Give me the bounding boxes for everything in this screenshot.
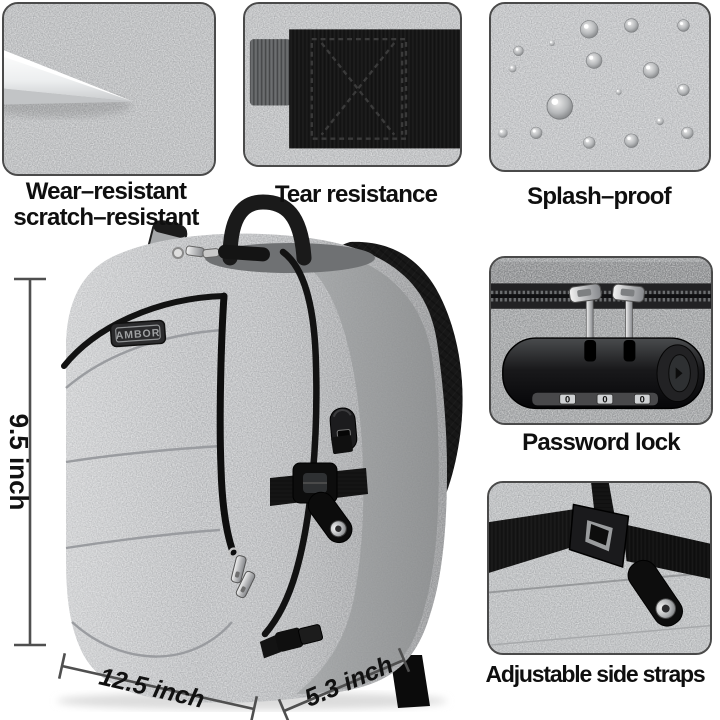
caption-password-lock: Password lock bbox=[522, 429, 680, 456]
front-zipper bbox=[216, 292, 237, 556]
lock-digit: 0 bbox=[565, 395, 570, 405]
caption-wear-resistant: Wear–resistant scratch–resistant bbox=[0, 179, 218, 231]
caption-adjustable-side-straps: Adjustable side straps bbox=[485, 661, 705, 687]
password-lock-illustration: 0 0 0 bbox=[491, 258, 711, 423]
lock-digit: 0 bbox=[602, 395, 607, 405]
caption-line: Wear–resistant bbox=[25, 178, 187, 205]
feature-panel-password-lock: 0 0 0 bbox=[489, 256, 713, 425]
feature-panel-splash-proof bbox=[489, 2, 711, 172]
width-dimension-line bbox=[57, 653, 259, 720]
x-stitching bbox=[310, 37, 408, 140]
lock-digit: 0 bbox=[640, 395, 645, 405]
wear-resistant-illustration bbox=[4, 4, 214, 174]
feature-panel-tear-resistance bbox=[243, 2, 462, 167]
side-straps-illustration bbox=[489, 483, 710, 653]
backpack-body: AMBOR bbox=[61, 194, 447, 703]
lock-dials: 0 0 0 bbox=[559, 393, 651, 405]
brand-logo-patch: AMBOR bbox=[109, 319, 167, 348]
top-lock-and-pulls bbox=[172, 244, 270, 262]
caption-splash-proof: Splash–proof bbox=[527, 183, 672, 210]
brand-logo-text: AMBOR bbox=[115, 327, 160, 342]
side-compression-strap bbox=[270, 434, 368, 544]
seam-line bbox=[489, 571, 710, 594]
black-webbing-strap bbox=[289, 29, 460, 149]
front-pocket-piping bbox=[61, 293, 227, 369]
depth-dimension-line bbox=[277, 647, 411, 720]
zipper-pulls bbox=[228, 547, 256, 599]
quilt-seams bbox=[65, 328, 233, 658]
feature-panel-side-straps bbox=[487, 481, 712, 655]
dimension-lines bbox=[14, 277, 411, 720]
leather-tab bbox=[627, 559, 683, 627]
tear-resistance-illustration bbox=[245, 4, 460, 165]
height-dimension-label: 9.5 inch bbox=[4, 414, 34, 511]
caption-tear-resistance: Tear resistance bbox=[274, 181, 438, 208]
backpack-image: AMBOR bbox=[4, 194, 463, 720]
water-droplets bbox=[497, 18, 694, 149]
height-dimension-line bbox=[14, 277, 46, 647]
strap-webbing-tail bbox=[390, 655, 430, 708]
caption-line: scratch–resistant bbox=[13, 204, 199, 231]
bottom-buckle bbox=[259, 624, 324, 659]
strap-keeper bbox=[331, 434, 353, 455]
combination-lock: 0 0 0 bbox=[502, 337, 705, 410]
zipper-pulls bbox=[568, 283, 645, 353]
buckle bbox=[568, 503, 630, 569]
fabric-texture bbox=[491, 4, 709, 170]
main-compartment-zipper bbox=[261, 248, 320, 638]
feature-panel-wear-resistant bbox=[2, 2, 216, 176]
top-handle bbox=[222, 194, 312, 266]
splash-proof-illustration bbox=[491, 4, 709, 170]
leather-tab bbox=[307, 491, 353, 544]
side-strap-webbing bbox=[489, 508, 710, 579]
